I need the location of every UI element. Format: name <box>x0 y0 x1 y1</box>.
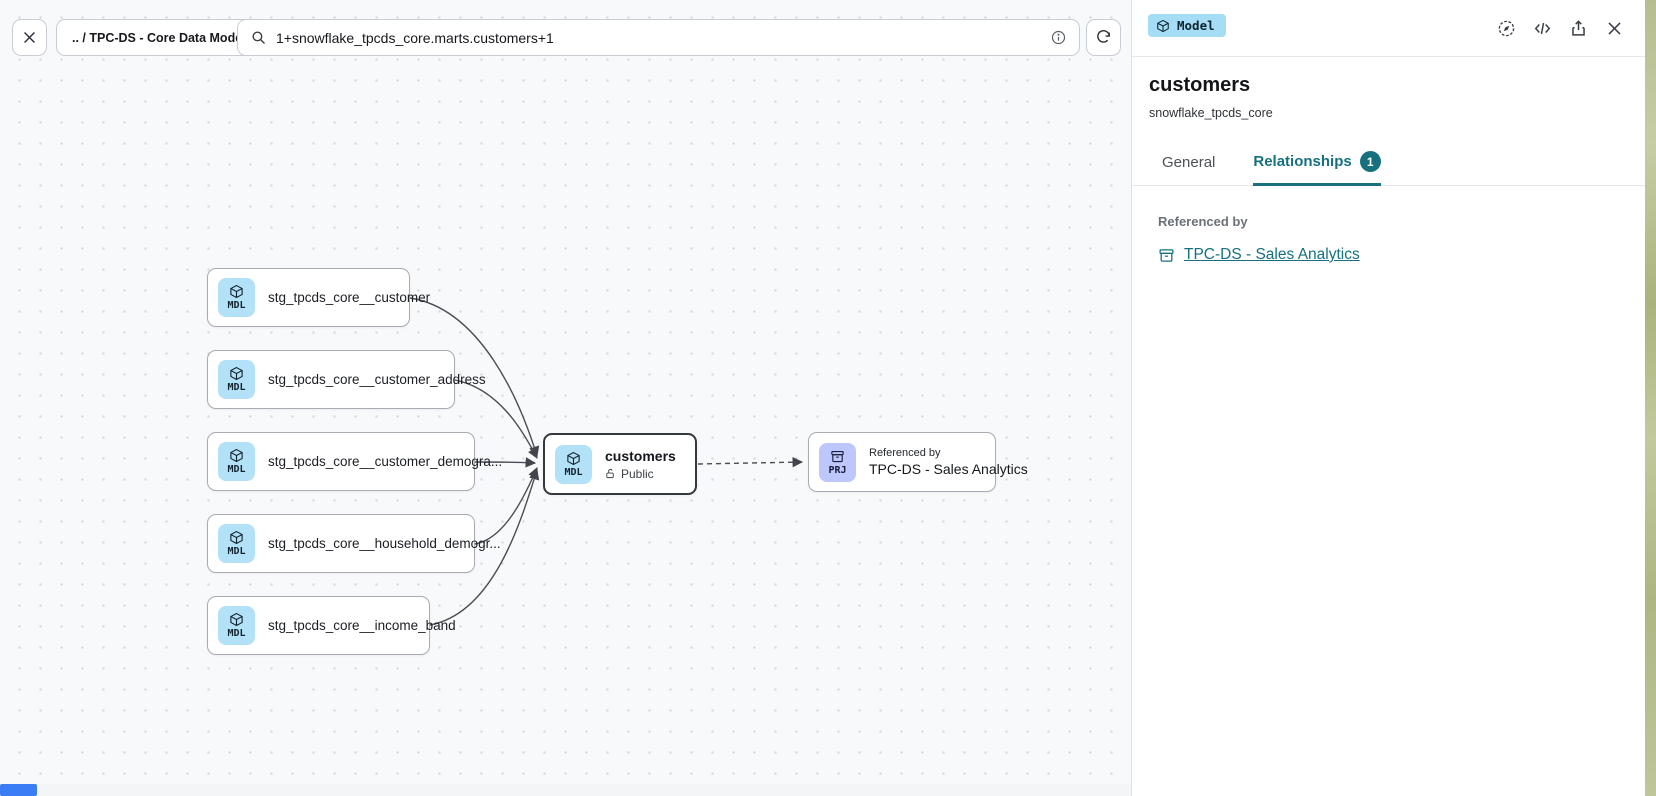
cube-icon <box>230 284 243 299</box>
project-chip: PRJ <box>819 442 856 482</box>
access-label: Public <box>621 466 654 481</box>
search-icon <box>252 31 266 45</box>
lineage-canvas[interactable]: MDL stg_tpcds_core__customer MDL stg_tpc… <box>0 0 1131 796</box>
cube-icon <box>230 612 243 627</box>
panel-header: Model <box>1132 0 1645 57</box>
model-chip: MDL <box>218 606 255 645</box>
refresh-icon <box>1097 30 1110 43</box>
referenced-by-label: Referenced by <box>1158 214 1248 229</box>
breadcrumb[interactable]: .. / TPC-DS - Core Data Models <box>56 19 269 56</box>
refresh-lineage-button[interactable] <box>1086 19 1121 56</box>
cube-icon <box>230 530 243 545</box>
panel-title: customers <box>1149 74 1251 96</box>
tab-label: Relationships <box>1253 153 1352 170</box>
model-chip: MDL <box>555 444 592 484</box>
cube-icon <box>230 448 243 463</box>
close-panel-icon[interactable] <box>1605 19 1624 38</box>
chip-label: MDL <box>227 382 246 393</box>
tab-label: General <box>1162 154 1216 171</box>
tab-relationships[interactable]: Relationships 1 <box>1253 151 1381 186</box>
chip-label: MDL <box>227 300 246 311</box>
close-icon <box>24 32 35 43</box>
node-stg-household-demographics[interactable]: MDL stg_tpcds_core__household_demogr... <box>207 514 501 573</box>
model-chip: MDL <box>218 360 255 399</box>
model-type-badge: Model <box>1148 14 1226 37</box>
node-label: stg_tpcds_core__customer_address <box>268 372 486 387</box>
cube-icon <box>230 366 243 381</box>
cube-icon <box>1157 19 1169 32</box>
chip-label: MDL <box>227 464 246 475</box>
close-lineage-button[interactable] <box>12 19 47 56</box>
node-title: TPC-DS - Sales Analytics <box>869 461 1028 477</box>
node-label: stg_tpcds_core__household_demogr... <box>268 536 501 551</box>
share-icon[interactable] <box>1569 19 1588 38</box>
badge-label: Model <box>1177 18 1215 33</box>
unlock-icon <box>606 468 614 479</box>
chip-label: PRJ <box>828 464 847 476</box>
model-chip: MDL <box>218 278 255 317</box>
node-customers-selected[interactable]: MDL customers Public <box>543 433 697 495</box>
referenced-project-link[interactable]: TPC-DS - Sales Analytics <box>1184 246 1360 263</box>
lineage-edges <box>409 297 804 626</box>
code-icon[interactable] <box>1533 19 1552 38</box>
node-stg-customer-demographics[interactable]: MDL stg_tpcds_core__customer_demogra... <box>207 432 502 491</box>
node-stg-customer[interactable]: MDL stg_tpcds_core__customer <box>207 268 430 327</box>
info-icon[interactable] <box>1050 29 1067 46</box>
project-archive-icon <box>1159 248 1174 262</box>
panel-tabs: General Relationships 1 <box>1132 151 1645 186</box>
tab-general[interactable]: General <box>1162 152 1215 185</box>
chip-label: MDL <box>227 628 246 639</box>
model-chip: MDL <box>218 442 255 481</box>
node-label: stg_tpcds_core__income_band <box>268 618 456 633</box>
search-input[interactable] <box>276 29 1050 46</box>
edge-household-demographics <box>474 467 539 545</box>
referenced-by-row: TPC-DS - Sales Analytics <box>1158 246 1645 264</box>
node-title: customers <box>605 447 676 464</box>
panel-subtitle: snowflake_tpcds_core <box>1149 106 1273 120</box>
details-panel: Model customers snowflake_tpcds_core Gen… <box>1131 0 1645 796</box>
lineage-search[interactable] <box>237 19 1080 56</box>
relationships-count-badge: 1 <box>1359 151 1381 172</box>
model-chip: MDL <box>218 524 255 563</box>
cube-icon <box>567 451 580 465</box>
archive-icon <box>831 450 844 462</box>
node-referenced-project[interactable]: PRJ Referenced by TPC-DS - Sales Analyti… <box>808 432 1028 492</box>
node-stg-income-band[interactable]: MDL stg_tpcds_core__income_band <box>207 596 456 655</box>
horizontal-scrollbar-track[interactable] <box>0 784 1131 796</box>
chip-label: MDL <box>227 546 246 557</box>
node-stg-customer-address[interactable]: MDL stg_tpcds_core__customer_address <box>207 350 486 409</box>
node-label: stg_tpcds_core__customer_demogra... <box>268 454 503 469</box>
edge-referenced-by <box>697 456 804 468</box>
breadcrumb-label: .. / TPC-DS - Core Data Models <box>72 30 253 45</box>
desktop-wallpaper-edge <box>1645 0 1656 796</box>
chip-label: MDL <box>564 466 583 478</box>
node-label: stg_tpcds_core__customer <box>268 290 431 305</box>
horizontal-scrollbar-thumb[interactable] <box>0 784 37 796</box>
node-kicker: Referenced by <box>869 447 941 459</box>
explore-compass-icon[interactable] <box>1497 19 1516 38</box>
